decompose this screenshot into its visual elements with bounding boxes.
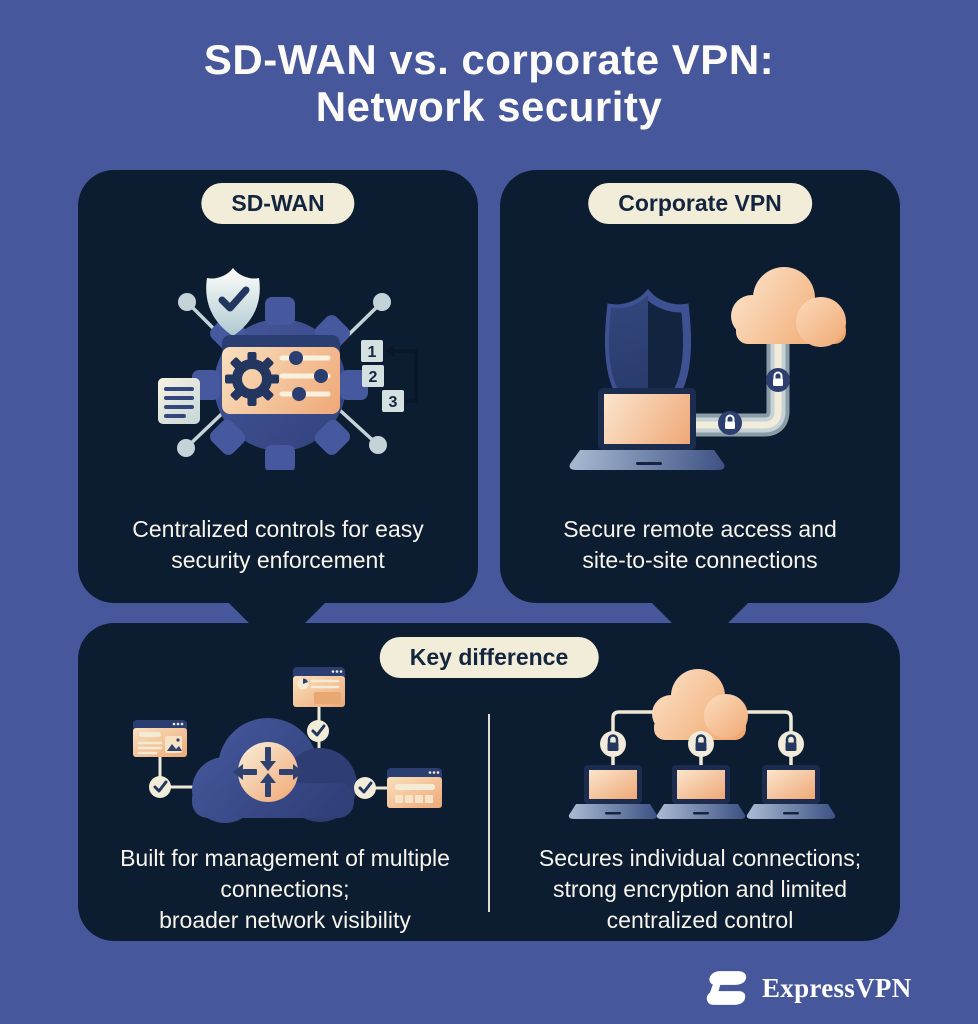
key-difference-badge: Key difference — [379, 637, 599, 678]
step-2-label: 2 — [369, 369, 378, 386]
settings-gear-icon — [225, 352, 279, 406]
loop-arrow-icon — [394, 349, 418, 403]
key-vpn-caption-line-1: Secures individual connections; — [538, 845, 862, 871]
sdwan-illustration: 1 2 3 — [158, 268, 418, 470]
vpn-caption-line-1: Secure remote access and — [563, 516, 837, 542]
key-sdwan-caption-line-3: broader network visibility — [159, 907, 411, 933]
laptop-icon — [568, 765, 836, 819]
brand-name: ExpressVPN — [762, 972, 912, 1003]
key-vpn-illustration — [568, 669, 836, 819]
expressvpn-logo-icon — [706, 971, 747, 1005]
key-sdwan-caption: Built for management of multiple connect… — [90, 843, 480, 936]
key-vpn-caption: Secures individual connections; strong e… — [500, 843, 900, 936]
sliders-icon — [279, 351, 331, 401]
router-icon — [233, 742, 303, 802]
vpn-caption: Secure remote access and site-to-site co… — [500, 514, 900, 576]
cloud-icon — [731, 267, 846, 347]
vpn-caption-line-2: site-to-site connections — [582, 547, 818, 573]
network-node-dots — [177, 293, 391, 457]
shield-check-icon — [206, 268, 260, 336]
title-line-1: SD-WAN vs. corporate VPN: — [203, 36, 775, 83]
key-vpn-caption-line-2: strong encryption and limited — [552, 876, 848, 902]
lock-icon — [600, 731, 804, 757]
key-difference-divider — [488, 714, 490, 912]
key-sdwan-caption-line-2: connections; — [220, 876, 350, 902]
title-line-2: Network security — [315, 83, 663, 130]
key-vpn-caption-line-3: centralized control — [606, 907, 794, 933]
key-sdwan-caption-line-1: Built for management of multiple — [120, 845, 450, 871]
sdwan-caption: Centralized controls for easy security e… — [78, 514, 478, 576]
browser-window-icon — [133, 667, 442, 808]
vpn-illustration — [569, 267, 846, 470]
vpn-card — [500, 170, 900, 603]
step-1-label: 1 — [368, 344, 377, 361]
secure-tunnel-icon — [690, 340, 790, 437]
loop-arrowhead — [385, 345, 394, 357]
laptop-icon — [569, 388, 725, 470]
brand-footer: ExpressVPN — [700, 968, 912, 1008]
lock-icon — [718, 368, 790, 435]
checkmark-icon — [149, 720, 376, 799]
vpn-badge: Corporate VPN — [588, 183, 812, 224]
cloud-icon — [652, 669, 748, 740]
sdwan-caption-line-2: security enforcement — [171, 547, 385, 573]
page-title: SD-WAN vs. corporate VPN: Network securi… — [0, 36, 978, 130]
document-icon — [158, 378, 200, 424]
step-sequence-icon: 1 2 3 — [361, 340, 418, 412]
step-3-label: 3 — [389, 394, 398, 411]
sdwan-badge: SD-WAN — [201, 183, 355, 224]
key-sdwan-illustration — [133, 667, 442, 823]
control-panel-icon — [222, 335, 340, 414]
sdwan-caption-line-1: Centralized controls for easy — [132, 516, 424, 542]
